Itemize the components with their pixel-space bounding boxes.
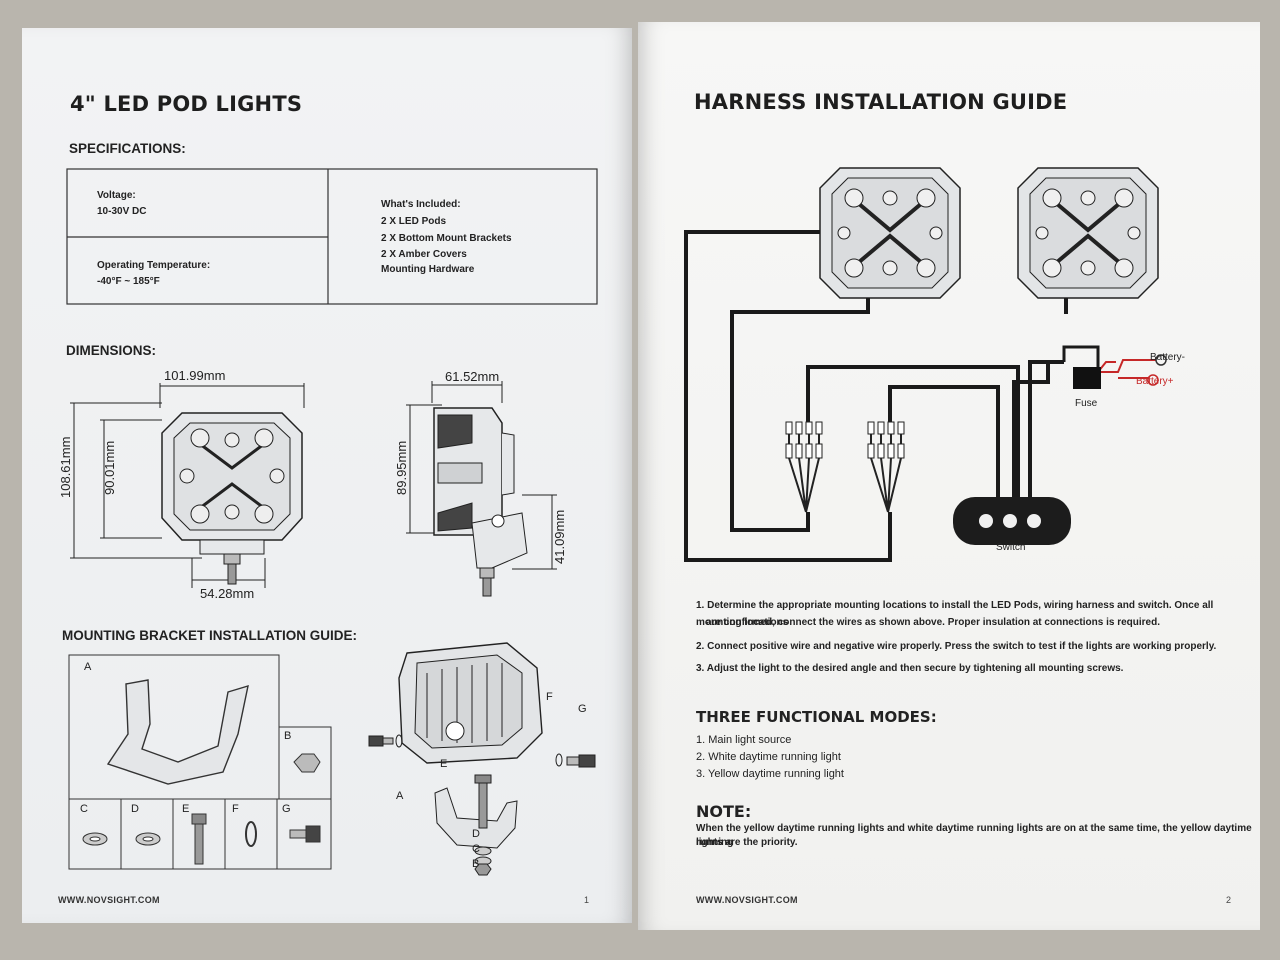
dimensions-heading: DIMENSIONS: <box>66 343 157 358</box>
exploded-label-a: A <box>396 790 404 802</box>
modes-heading: THREE FUNCTIONAL MODES: <box>696 708 937 726</box>
part-label-e: E <box>182 803 190 815</box>
included-item: Mounting Hardware <box>381 264 475 275</box>
mounting-heading: MOUNTING BRACKET INSTALLATION GUIDE: <box>62 628 357 643</box>
wiring-diagram <box>684 166 1167 562</box>
dim-height-inner: 90.01mm <box>102 440 117 495</box>
included-heading: What's Included: <box>381 199 461 210</box>
dim-width: 101.99mm <box>164 368 226 383</box>
included-item: 2 X Bottom Mount Brackets <box>381 233 512 244</box>
dim-height-outer: 108.61mm <box>58 436 73 498</box>
exploded-label-c: C <box>472 843 480 855</box>
left-page: 4" LED POD LIGHTS SPECIFICATIONS: Voltag… <box>22 28 632 923</box>
dim-bracket-height: 41.09mm <box>552 509 567 564</box>
left-footer: WWW.NOVSIGHT.COM <box>58 895 160 905</box>
mode-1: 1. Main light source <box>696 734 792 746</box>
switch-label: Switch <box>996 542 1026 553</box>
specifications-heading: SPECIFICATIONS: <box>69 141 186 156</box>
parts-grid <box>68 654 332 870</box>
part-label-c: C <box>80 803 88 815</box>
spec-table <box>66 168 598 305</box>
exploded-label-g: G <box>578 703 587 715</box>
step-1: 1. Determine the appropriate mounting lo… <box>696 600 1214 628</box>
exploded-label-e: E <box>440 758 448 770</box>
side-view-drawing <box>406 381 557 597</box>
part-label-b: B <box>284 730 292 742</box>
right-title: HARNESS INSTALLATION GUIDE <box>694 90 1068 114</box>
part-label-f: F <box>232 803 239 815</box>
left-page-number: 1 <box>584 895 590 905</box>
dim-depth: 61.52mm <box>445 369 500 384</box>
step-1-continued: are confirmed, connect the wires as show… <box>706 617 1160 628</box>
temp-value: -40°F ~ 185°F <box>97 276 160 287</box>
exploded-label-d: D <box>472 828 480 840</box>
front-view-drawing <box>70 383 305 588</box>
part-label-d: D <box>131 803 139 815</box>
included-item: 2 X LED Pods <box>381 216 447 227</box>
battery-negative-label: Battery- <box>1150 352 1186 363</box>
mode-3: 3. Yellow daytime running light <box>696 768 844 780</box>
fuse-label: Fuse <box>1075 398 1098 409</box>
dim-base: 54.28mm <box>200 586 255 601</box>
note-line-1: When the yellow daytime running lights a… <box>696 823 1252 848</box>
part-label-g: G <box>282 803 291 815</box>
dim-side-height: 89.95mm <box>394 440 409 495</box>
temp-label: Operating Temperature: <box>97 260 211 271</box>
step-2: 2. Connect positive wire and negative wi… <box>696 641 1217 652</box>
exploded-label-f: F <box>546 691 553 703</box>
step-3: 3. Adjust the light to the desired angle… <box>696 663 1124 674</box>
mode-2: 2. White daytime running light <box>696 751 841 763</box>
right-page-number: 2 <box>1226 895 1232 905</box>
note-line-2: lights are the priority. <box>696 837 798 848</box>
note-heading: NOTE: <box>696 802 752 821</box>
voltage-value: 10-30V DC <box>97 206 147 217</box>
battery-positive-label: Battery+ <box>1136 376 1174 387</box>
part-label-a: A <box>84 661 92 673</box>
exploded-label-b: B <box>472 858 480 870</box>
right-footer: WWW.NOVSIGHT.COM <box>696 895 798 905</box>
voltage-label: Voltage: <box>97 190 136 201</box>
included-item: 2 X Amber Covers <box>381 249 467 260</box>
exploded-view-drawing <box>368 642 596 876</box>
right-page: HARNESS INSTALLATION GUIDE <box>638 22 1260 930</box>
left-title: 4" LED POD LIGHTS <box>70 92 303 116</box>
